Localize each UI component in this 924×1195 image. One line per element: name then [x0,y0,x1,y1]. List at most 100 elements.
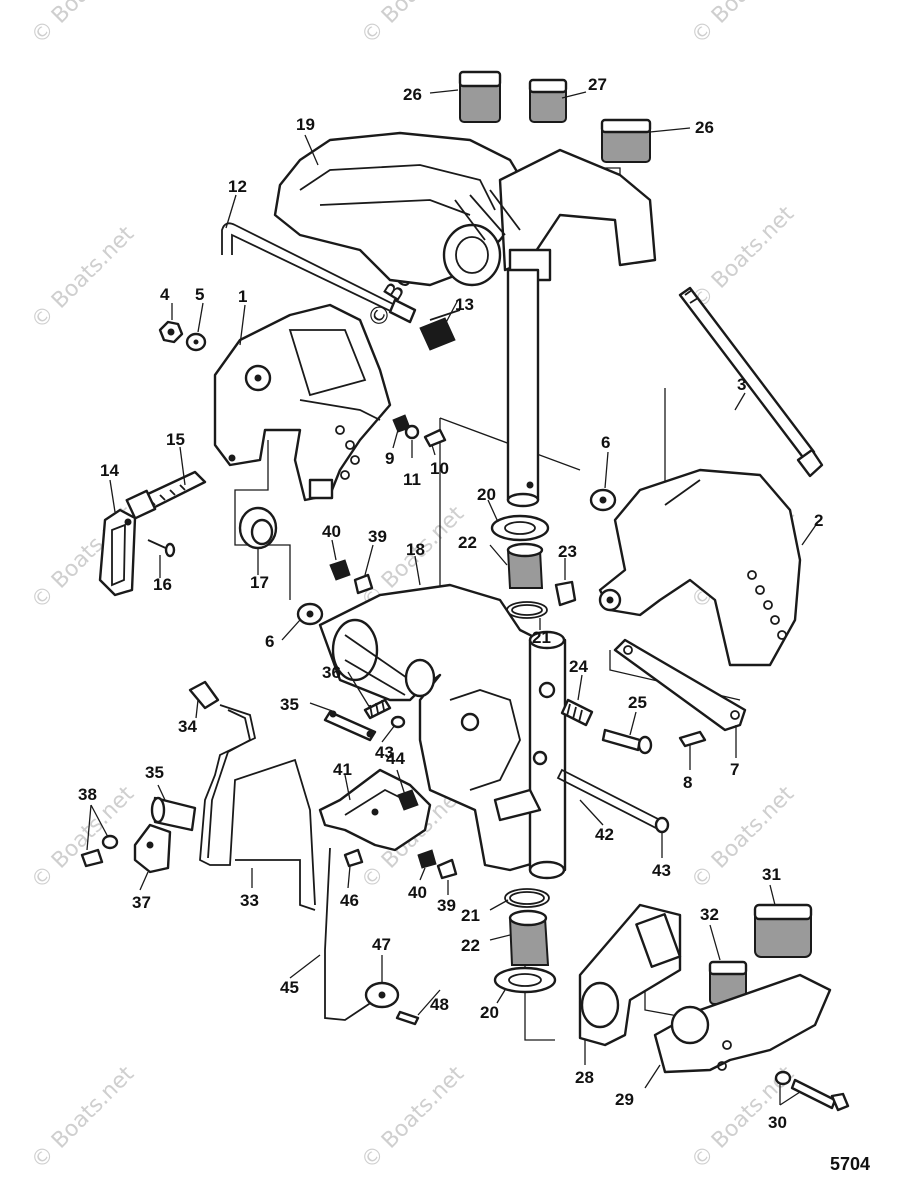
callout-6: 6 [601,433,610,452]
tilt-handle [98,508,137,597]
callout-2: 2 [814,511,823,530]
callout-36: 36 [322,663,341,682]
callout-3: 3 [737,375,746,394]
callout-11: 11 [403,470,421,489]
callout-43: 43 [652,861,671,880]
clamp-bracket-left [213,303,392,502]
clamp-bracket-right [598,468,802,667]
watermark: © Boats.net [687,0,800,49]
callout-45: 45 [280,978,299,997]
watermark: © Boats.net [27,0,140,49]
callout-40: 40 [322,522,341,541]
watermark: © Boats.net [27,221,140,334]
plate-7 [613,638,747,748]
callout-7: 7 [730,760,739,779]
callout-9: 9 [385,449,394,468]
callout-30: 30 [768,1113,787,1132]
upper-springs [329,559,374,595]
callout-8: 8 [683,773,692,792]
figure-number: 5704 [830,1154,870,1174]
callout-22: 22 [458,533,477,552]
callout-16: 16 [153,575,172,594]
bolt-30 [774,1070,850,1112]
latch-41 [318,768,432,852]
steering-arm-bracket [273,131,657,287]
callout-39: 39 [437,896,456,915]
lower-springs [417,849,458,880]
callout-26: 26 [403,85,422,104]
knob-34 [188,680,220,710]
callout-14: 14 [100,461,119,480]
callout-18: 18 [406,540,425,559]
callout-29: 29 [615,1090,634,1109]
watermark: © Boats.net [687,201,800,314]
watermark: © Boats.net [27,1061,140,1174]
swivel-bracket [318,583,567,880]
lower-bushings [493,888,557,994]
pin-16 [147,539,176,558]
washers-6 [296,488,617,626]
rubber-mounts-top [458,70,652,163]
callout-42: 42 [595,825,614,844]
tilt-lever-33 [199,704,316,911]
callout-21: 21 [532,628,551,647]
callout-27: 27 [588,75,607,94]
leader-lines [86,89,819,1106]
callout-35: 35 [280,695,299,714]
callout-20: 20 [480,1003,499,1022]
nut-washer-4-5 [158,320,207,352]
callout-20: 20 [477,485,496,504]
upper-bushings [490,514,577,619]
callout-44: 44 [386,749,405,768]
lower-mounts [708,903,813,1005]
pin-42 [556,768,670,834]
callout-40: 40 [408,883,427,902]
callout-35: 35 [145,763,164,782]
callout-19: 19 [296,115,315,134]
callout-28: 28 [575,1068,594,1087]
callout-32: 32 [700,905,719,924]
callout-5: 5 [195,285,204,304]
linkage-rod-45 [324,847,420,1026]
pin-13 [419,309,461,351]
callout-41: 41 [333,760,352,779]
callout-labels: 4 1 [160,285,247,306]
callout-43: 43 [375,743,394,762]
callout-24: 24 [569,657,588,676]
callout-47: 47 [372,935,391,954]
callout-15: 15 [166,430,185,449]
adjuster-screw [125,470,207,520]
lower-mount-bracket-29 [653,973,832,1074]
watermark: © Boats.net [357,1061,470,1174]
swivel-tube [506,268,540,508]
callout-39: 39 [368,527,387,546]
callout-25: 25 [628,693,647,712]
callout-17: 17 [250,573,269,592]
callout-21: 21 [461,906,480,925]
callout-10: 10 [430,459,449,478]
spring-36 [363,698,392,720]
callout-23: 23 [558,542,577,561]
watermark: © Boats.net [687,781,800,894]
callout-38: 38 [78,785,97,804]
callout-12: 12 [228,177,247,196]
callout-4: 4 [160,285,170,304]
lower-yoke-28 [578,903,682,1047]
callout-6: 6 [265,632,274,651]
callout-13: 13 [455,295,474,314]
callout-37: 37 [132,893,151,912]
callout-labels-main: 26 27 26 19 12 5 13 3 6 2 9 11 10 15 14 … [78,75,870,1174]
callout-46: 46 [340,891,359,910]
callout-1: 1 [238,287,247,306]
lower-bracket-37 [80,796,197,874]
callout-48: 48 [430,995,449,1014]
callout-26: 26 [695,118,714,137]
through-bolt-3 [678,286,824,478]
knob-17 [238,506,278,550]
link-35 [323,710,406,742]
spring-bolt-24-25 [560,698,653,755]
callout-31: 31 [762,865,781,884]
watermark: © Boats.net [357,0,470,49]
callout-34: 34 [178,717,197,736]
